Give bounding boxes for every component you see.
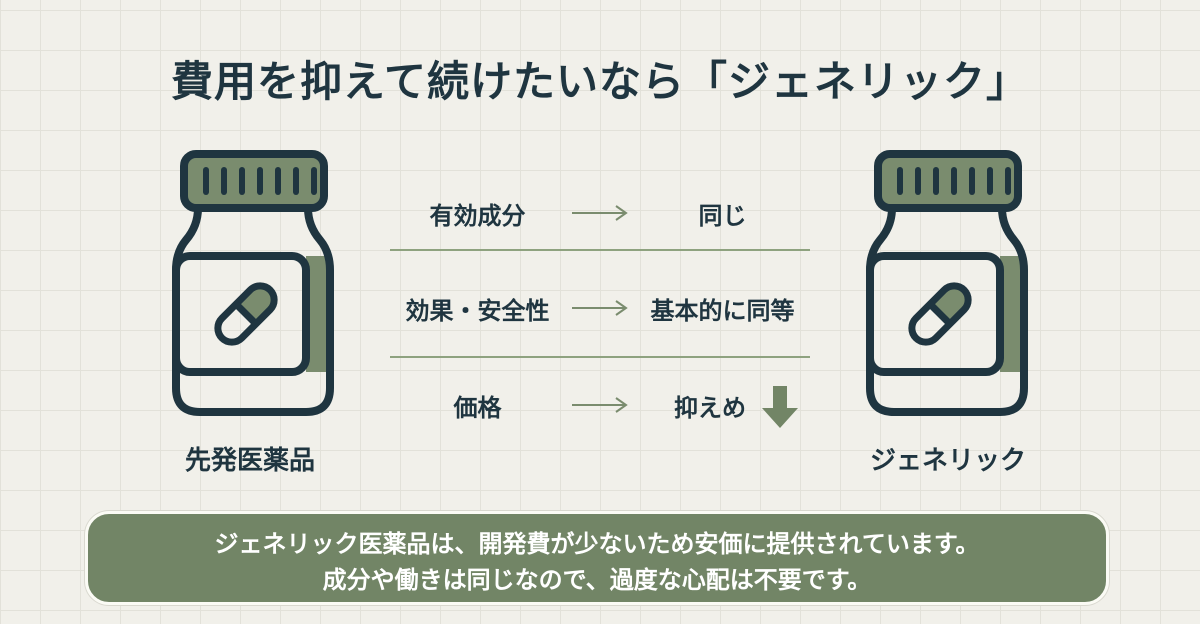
generic-drug-label: ジェネリック <box>869 446 1026 476</box>
comparison-row: 有効成分 同じ <box>390 196 810 236</box>
arrow-right-icon <box>572 205 628 221</box>
arrow-right-icon <box>572 300 628 316</box>
down-arrow-icon <box>762 386 798 428</box>
divider <box>390 356 810 358</box>
comparison-row: 効果・安全性 基本的に同等 <box>390 291 810 331</box>
divider <box>390 249 810 251</box>
info-note-box: ジェネリック医薬品は、開発費が少ないため安価に提供されています。 成分や働きは同… <box>85 511 1109 605</box>
comparison-result: 抑えめ <box>674 394 746 422</box>
page-title: 費用を抑えて続けたいなら「ジェネリック」 <box>171 57 1029 106</box>
note-line: 成分や働きは同じなので、過度な心配は不要です。 <box>322 566 872 594</box>
comparison-item: 有効成分 <box>429 202 526 230</box>
medicine-bottle-icon <box>168 148 338 420</box>
medicine-bottle-icon <box>862 148 1032 420</box>
brand-drug-label: 先発医薬品 <box>184 446 315 476</box>
comparison-row: 価格 抑えめ <box>390 388 810 428</box>
arrow-right-icon <box>572 397 628 413</box>
note-line: ジェネリック医薬品は、開発費が少ないため安価に提供されています。 <box>214 530 980 558</box>
comparison-result: 基本的に同等 <box>650 297 795 325</box>
comparison-item: 価格 <box>453 394 502 422</box>
comparison-item: 効果・安全性 <box>405 297 550 325</box>
comparison-result: 同じ <box>698 202 747 230</box>
